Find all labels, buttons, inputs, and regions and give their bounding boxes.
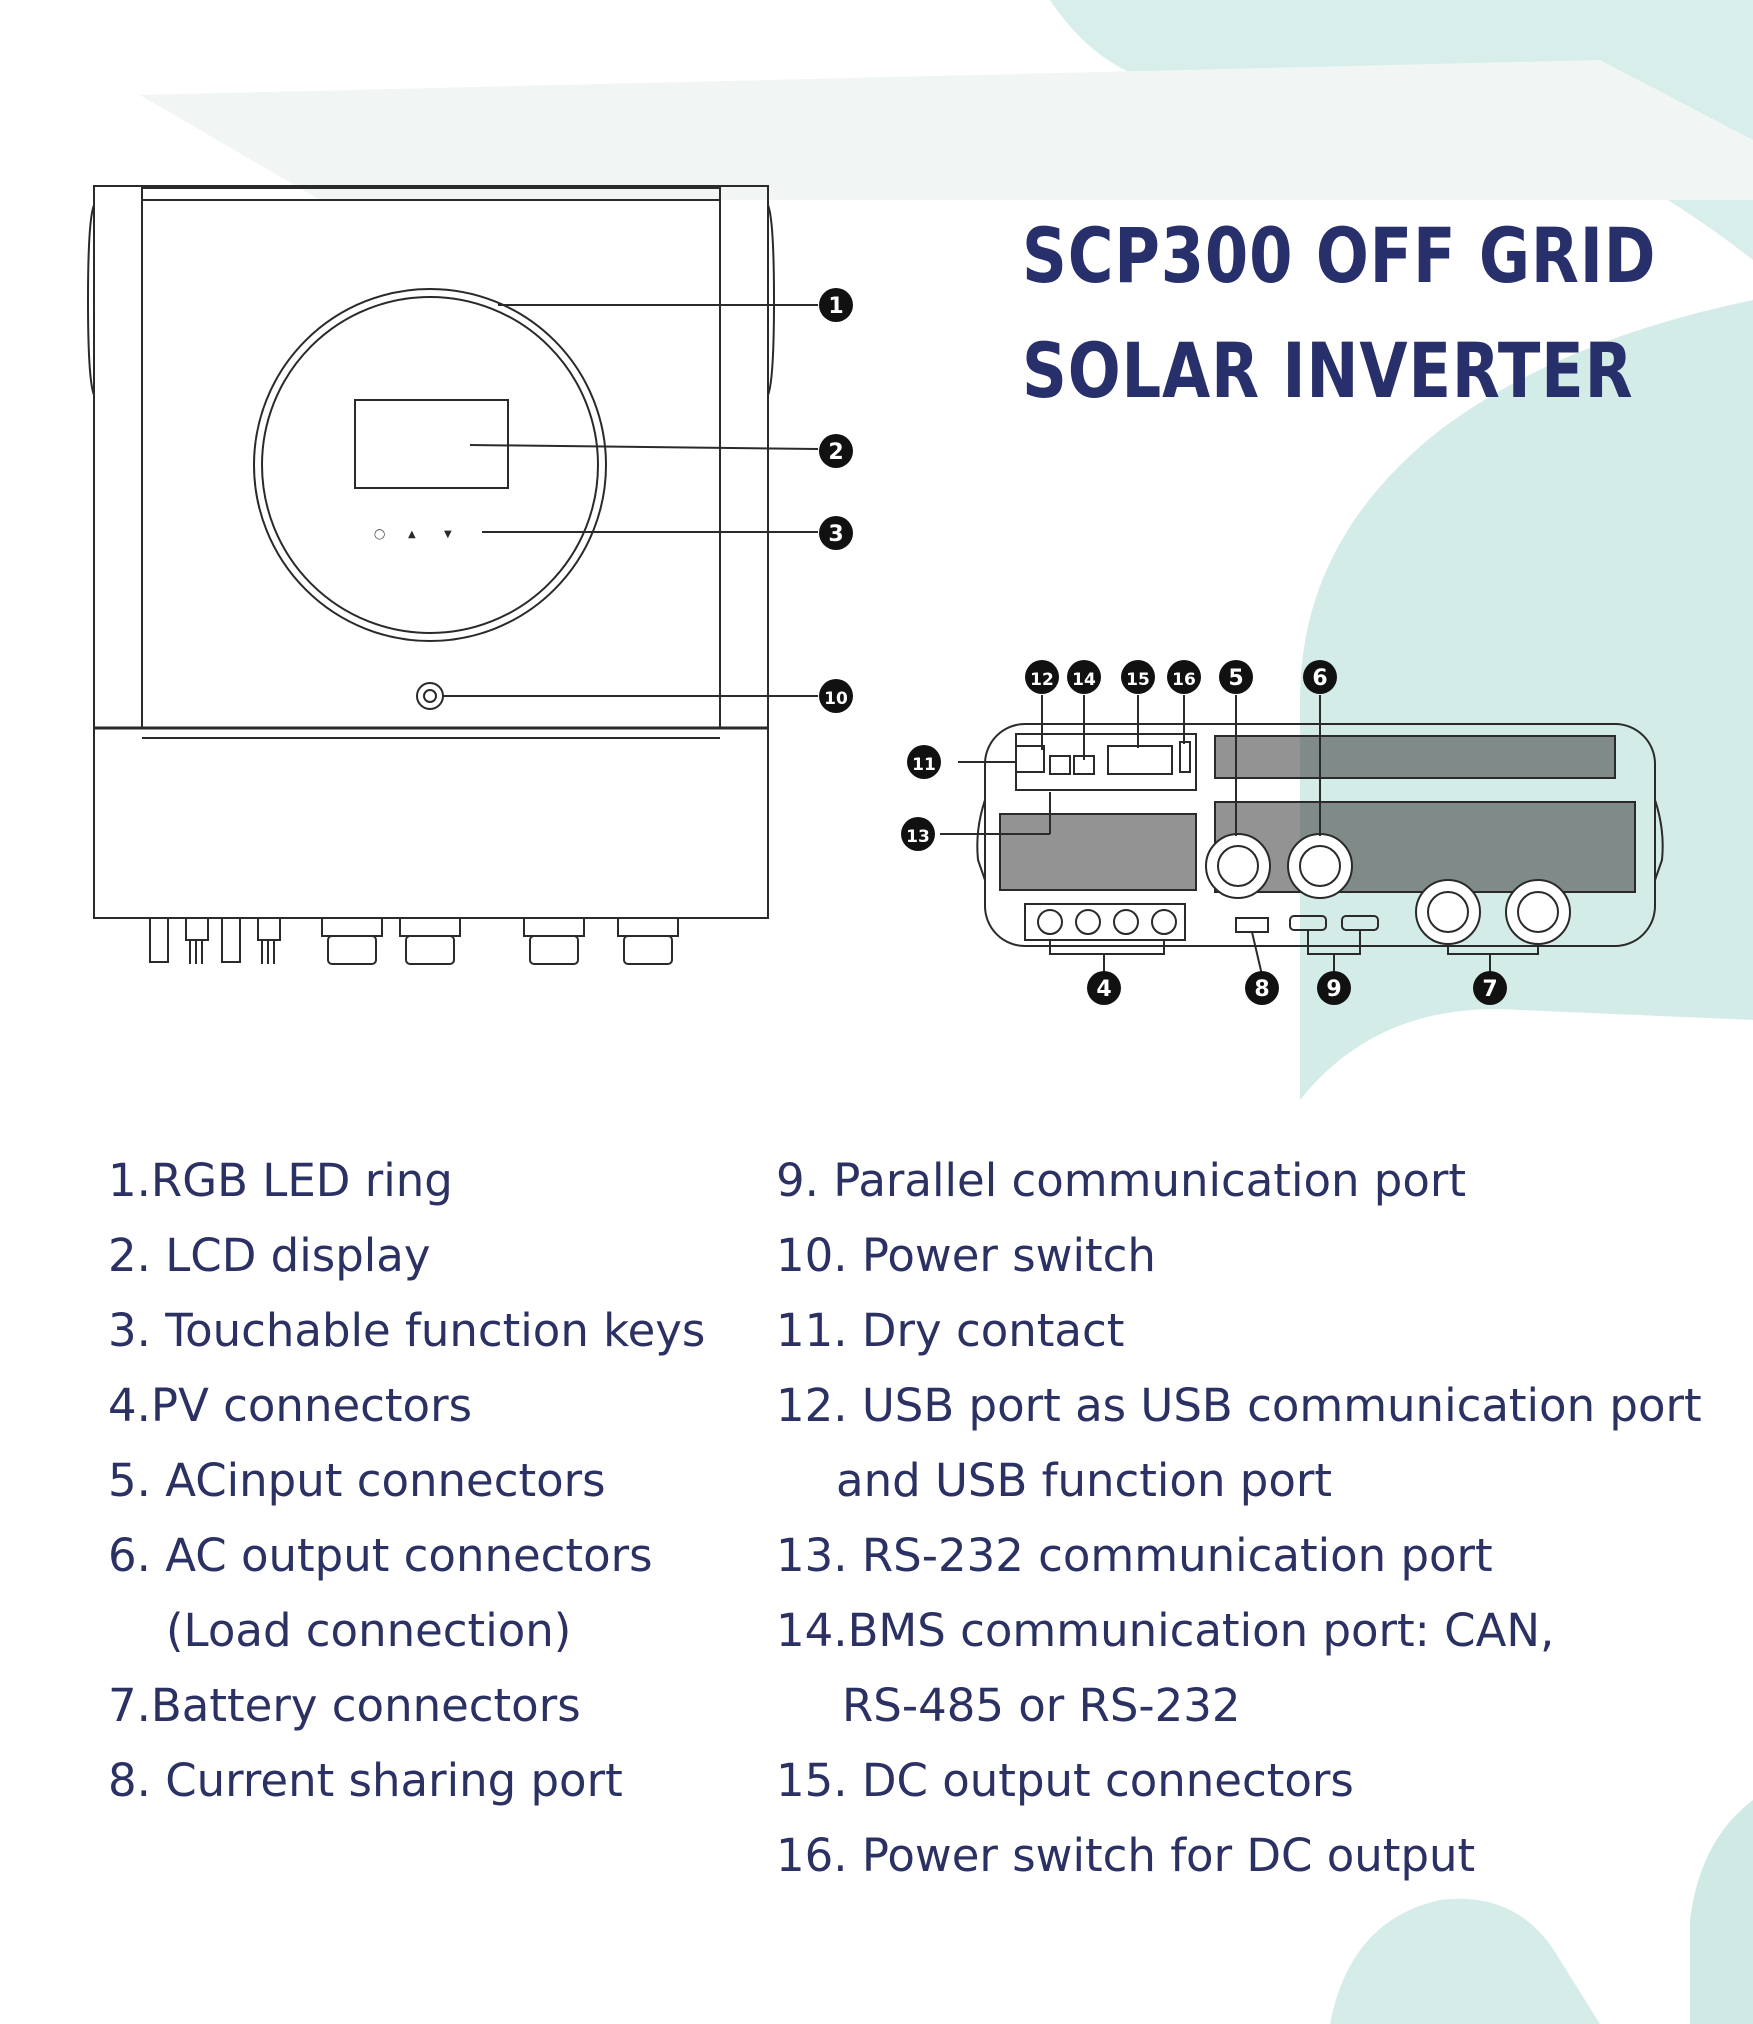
function-keys-glyphs: ◯ bbox=[374, 529, 385, 540]
callout-label-5: 5 bbox=[1228, 666, 1243, 691]
current-sharing-port bbox=[1235, 917, 1269, 933]
callout-badge-6 bbox=[1303, 660, 1337, 694]
callout-label-1: 1 bbox=[828, 294, 843, 319]
legend-item-15: 15. DC output connectors bbox=[776, 1754, 1354, 1807]
battery-connector-1 bbox=[1415, 879, 1481, 945]
left-vent-grille bbox=[999, 813, 1197, 891]
legend-item-14: 14.BMS communication port: CAN, bbox=[776, 1604, 1555, 1657]
callout-badge-8 bbox=[1245, 971, 1279, 1005]
callout-badge-5 bbox=[1219, 660, 1253, 694]
callout-label-8: 8 bbox=[1254, 977, 1269, 1002]
callout-label-6: 6 bbox=[1312, 666, 1327, 691]
callout-badge-2 bbox=[819, 434, 853, 468]
teal-arc-right bbox=[1300, 300, 1753, 1100]
inverter-diagram: ◯ ▲ ▼ bbox=[86, 185, 1664, 1005]
front-view: ◯ ▲ ▼ bbox=[86, 185, 776, 965]
power-switch-button bbox=[416, 682, 444, 710]
legend-item-16: 16. Power switch for DC output bbox=[776, 1829, 1476, 1882]
callout-label-15: 15 bbox=[1126, 670, 1150, 690]
front-right-handle bbox=[767, 204, 776, 396]
legend-item-6: 6. AC output connectors bbox=[108, 1529, 653, 1582]
callout-badge-10 bbox=[819, 679, 853, 713]
legend-item-2: 2. LCD display bbox=[108, 1229, 431, 1282]
right-vent-grille bbox=[1214, 801, 1636, 893]
legend-left-column: 1.RGB LED ring 2. LCD display 3. Touchab… bbox=[108, 1143, 705, 1818]
callout-label-7: 7 bbox=[1482, 977, 1497, 1002]
callout-badge-11 bbox=[907, 745, 941, 779]
legend-item-11: 11. Dry contact bbox=[776, 1304, 1125, 1357]
callout-badge-16 bbox=[1167, 660, 1201, 694]
title-line-2: SOLAR INVERTER bbox=[1022, 326, 1634, 415]
legend-item-5: 5. ACinput connectors bbox=[108, 1454, 606, 1507]
callout-label-10: 10 bbox=[824, 689, 848, 709]
callout-label-14: 14 bbox=[1072, 670, 1096, 690]
legend-right-column: 9. Parallel communication port 10. Power… bbox=[776, 1143, 1702, 1893]
teal-blob-bottom-left bbox=[1330, 1898, 1600, 2024]
svg-text:▼: ▼ bbox=[444, 529, 452, 540]
ac-output-connector bbox=[1287, 833, 1353, 899]
title-line-1: SCP300 OFF GRID bbox=[1022, 211, 1657, 300]
callout-label-11: 11 bbox=[912, 755, 936, 775]
rgb-led-ring bbox=[253, 288, 607, 642]
bottom-view bbox=[976, 723, 1664, 947]
callout-label-3: 3 bbox=[828, 522, 843, 547]
callout-badge-7 bbox=[1473, 971, 1507, 1005]
callout-label-16: 16 bbox=[1172, 670, 1196, 690]
callout-label-12: 12 bbox=[1030, 670, 1054, 690]
callout-badge-4 bbox=[1087, 971, 1121, 1005]
battery-connector-2 bbox=[1505, 879, 1571, 945]
legend-item-3: 3. Touchable function keys bbox=[108, 1304, 706, 1357]
legend-item-12-continued: and USB function port bbox=[836, 1454, 1333, 1507]
legend-item-4: 4.PV connectors bbox=[108, 1379, 473, 1432]
ac-input-connector bbox=[1205, 833, 1271, 899]
legend-item-8: 8. Current sharing port bbox=[108, 1754, 623, 1807]
front-callout-lines bbox=[443, 304, 819, 697]
legend-item-12: 12. USB port as USB communication port bbox=[776, 1379, 1702, 1432]
legend-item-14-continued: RS-485 or RS-232 bbox=[842, 1679, 1241, 1732]
teal-blob-bottom bbox=[1690, 1800, 1753, 2024]
callout-badge-9 bbox=[1317, 971, 1351, 1005]
top-vent-grille bbox=[1214, 735, 1616, 779]
front-body-outline bbox=[93, 185, 769, 919]
callout-label-4: 4 bbox=[1096, 977, 1111, 1002]
bottom-callout-lines bbox=[940, 695, 1539, 976]
legend-item-6-continued: (Load connection) bbox=[166, 1604, 572, 1657]
parallel-port-1 bbox=[1289, 915, 1327, 931]
callout-badge-12 bbox=[1025, 660, 1059, 694]
callout-badge-3 bbox=[819, 516, 853, 550]
parallel-port-2 bbox=[1341, 915, 1379, 931]
legend-item-7: 7.Battery connectors bbox=[108, 1679, 581, 1732]
callout-badge-13 bbox=[901, 817, 935, 851]
callout-badge-14 bbox=[1067, 660, 1101, 694]
callout-badge-15 bbox=[1121, 660, 1155, 694]
callout-badge-1 bbox=[819, 288, 853, 322]
legend-item-13: 13. RS-232 communication port bbox=[776, 1529, 1493, 1582]
front-bottom-connectors bbox=[149, 917, 679, 965]
lcd-display bbox=[354, 399, 509, 489]
callout-label-2: 2 bbox=[828, 440, 843, 465]
pv-connectors bbox=[1024, 903, 1186, 941]
light-stripe bbox=[140, 60, 1753, 200]
legend-item-10: 10. Power switch bbox=[776, 1229, 1156, 1282]
callout-label-13: 13 bbox=[906, 827, 930, 847]
callout-label-9: 9 bbox=[1326, 977, 1341, 1002]
legend-item-9: 9. Parallel communication port bbox=[776, 1154, 1467, 1207]
svg-text:▲: ▲ bbox=[408, 529, 416, 540]
front-left-handle bbox=[86, 204, 95, 396]
legend-item-1: 1.RGB LED ring bbox=[108, 1154, 453, 1207]
